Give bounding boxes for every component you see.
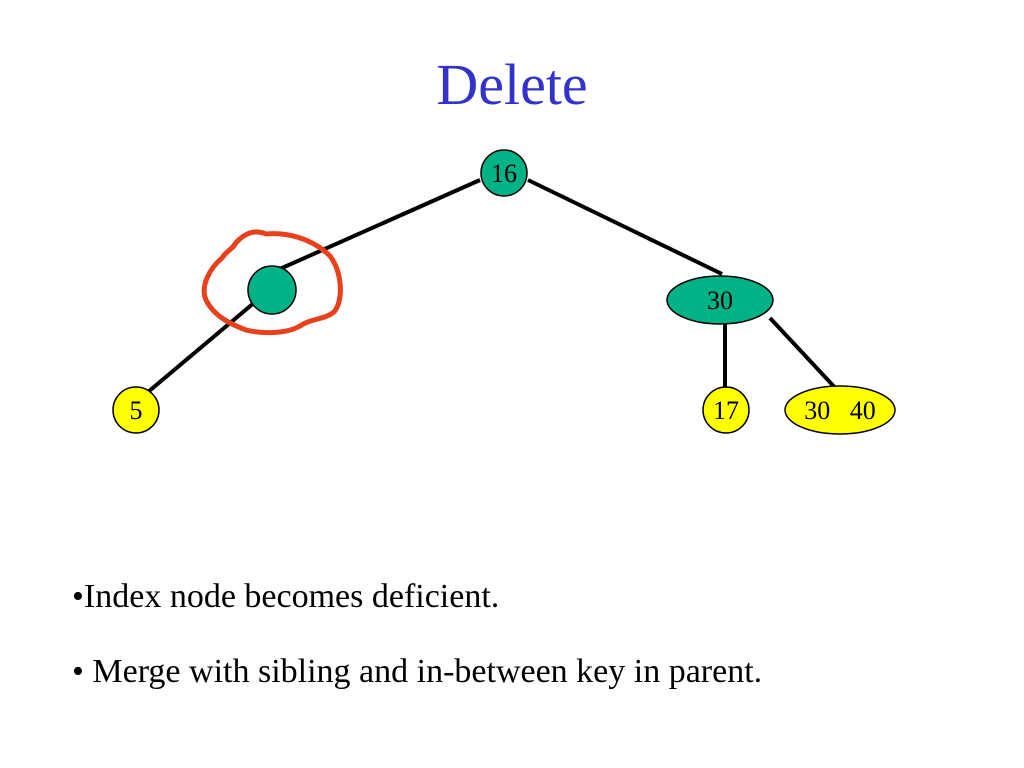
slide-title: Delete xyxy=(436,52,588,117)
deficient-index-node xyxy=(247,265,297,315)
edge-right-leaf-30-40 xyxy=(768,316,842,395)
edge-root-right xyxy=(527,178,723,276)
right-index-node-label: 30 xyxy=(707,286,733,315)
edge-left-leaf-5 xyxy=(146,300,257,394)
leaf-node-17: 17 xyxy=(702,386,750,434)
leaf-node-5-label: 5 xyxy=(130,396,143,425)
bullet-index-deficient: •Index node becomes deficient. xyxy=(72,578,500,615)
leaf-node-5: 5 xyxy=(112,386,160,434)
leaf-node-30-40-label: 30 40 xyxy=(804,396,876,425)
right-index-node: 30 xyxy=(666,275,774,325)
b-plus-tree-diagram: 16 30 5 17 30 40 xyxy=(112,149,896,435)
leaf-node-17-label: 17 xyxy=(713,396,739,425)
leaf-node-30-40: 30 40 xyxy=(784,385,896,435)
highlight-scribble xyxy=(201,229,343,336)
root-node: 16 xyxy=(480,149,528,197)
edge-root-left xyxy=(272,178,481,274)
root-node-label: 16 xyxy=(491,159,517,188)
bullet-merge-with-sibling: • Merge with sibling and in-between key … xyxy=(72,653,763,690)
